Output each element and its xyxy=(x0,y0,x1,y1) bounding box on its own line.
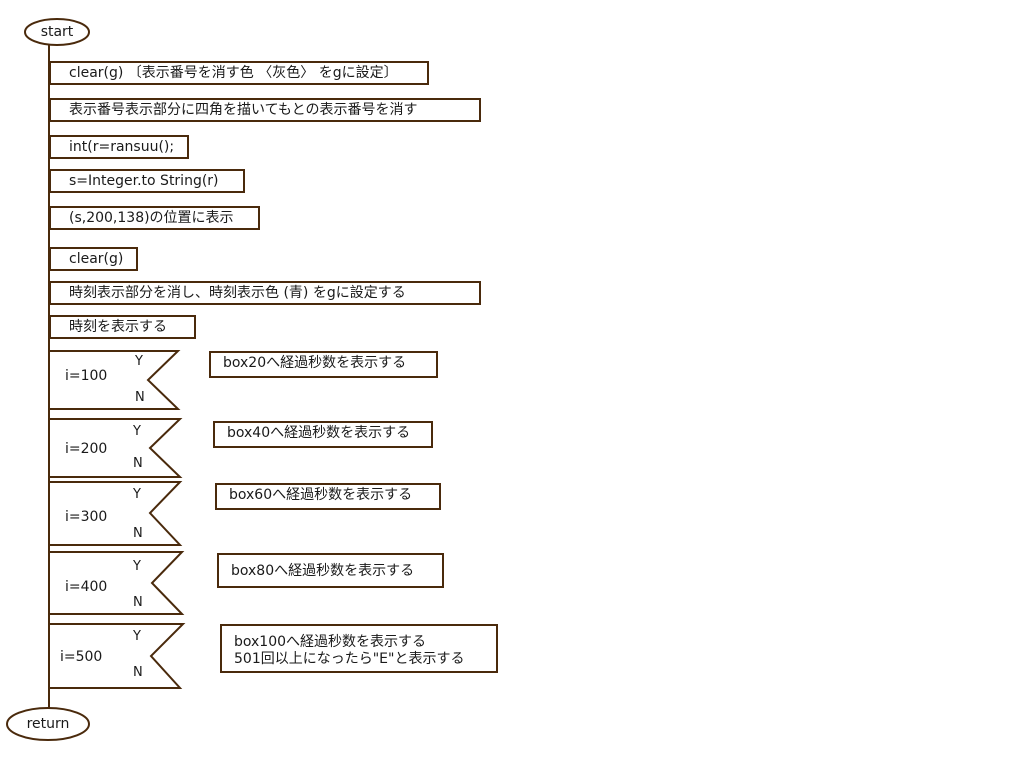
step-clear-g: clear(g) xyxy=(49,247,138,271)
branch-2-condition: i=200 xyxy=(65,441,108,457)
branch-2-shape xyxy=(49,418,183,478)
step-clear-time-blue: 時刻表示部分を消し、時刻表示色 (青) をgに設定する xyxy=(49,281,481,305)
step-show-time: 時刻を表示する xyxy=(49,315,196,339)
start-terminal xyxy=(24,18,90,46)
start-label: start xyxy=(40,24,74,40)
step-draw-string: (s,200,138)の位置に表示 xyxy=(49,206,260,230)
branch-4-action-line-1: box80へ経過秒数を表示する xyxy=(231,563,415,579)
branch-1-shape xyxy=(49,350,181,410)
branch-5-yes: Y xyxy=(133,629,141,644)
branch-4-action: box80へ経過秒数を表示する xyxy=(217,553,444,588)
branch-1-action-line-1: box20へ経過秒数を表示する xyxy=(223,355,407,371)
branch-2-action: box40へ経過秒数を表示する xyxy=(213,421,433,448)
branch-3-condition: i=300 xyxy=(65,509,108,525)
step-random: int(r=ransuu(); xyxy=(49,135,189,159)
branch-5-action-line-2: 501回以上になったら"E"と表示する xyxy=(234,651,465,667)
branch-4-condition: i=400 xyxy=(65,579,108,595)
branch-3-no: N xyxy=(133,526,143,541)
branch-2-no: N xyxy=(133,456,143,471)
branch-1-action: box20へ経過秒数を表示する xyxy=(209,351,438,378)
branch-1-condition: i=100 xyxy=(65,368,108,384)
step-to-string: s=Integer.to String(r) xyxy=(49,169,245,193)
branch-1-yes: Y xyxy=(135,354,143,369)
branch-5-action: box100へ経過秒数を表示する 501回以上になったら"E"と表示する xyxy=(220,624,498,673)
branch-3-action: box60へ経過秒数を表示する xyxy=(215,483,441,510)
branch-2-action-line-1: box40へ経過秒数を表示する xyxy=(227,425,411,441)
step-erase-number: 表示番号表示部分に四角を描いてもとの表示番号を消す xyxy=(49,98,481,122)
return-terminal xyxy=(6,707,90,741)
step-clear-g-gray: clear(g) 〔表示番号を消す色 〈灰色〉 をgに設定〕 xyxy=(49,61,429,85)
branch-3-action-line-1: box60へ経過秒数を表示する xyxy=(229,487,413,503)
return-label: return xyxy=(26,716,70,732)
branch-5-no: N xyxy=(133,665,143,680)
branch-2-yes: Y xyxy=(133,424,141,439)
branch-1-no: N xyxy=(135,390,145,405)
branch-4-yes: Y xyxy=(133,559,141,574)
branch-3-yes: Y xyxy=(133,487,141,502)
branch-5-shape xyxy=(49,623,186,689)
branch-4-shape xyxy=(49,551,185,615)
branch-3-shape xyxy=(49,481,183,546)
branch-4-no: N xyxy=(133,595,143,610)
branch-5-action-line-1: box100へ経過秒数を表示する xyxy=(234,634,427,650)
branch-5-condition: i=500 xyxy=(60,649,103,665)
